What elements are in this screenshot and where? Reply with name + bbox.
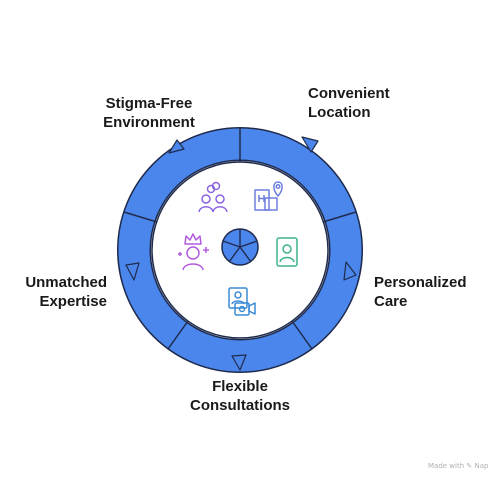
ring-arrow-tip [301, 136, 319, 153]
label-convenient-location: Convenient Location [308, 85, 390, 121]
label-flexible-consultations: Flexible Consultations [190, 378, 290, 414]
ring-divider [167, 320, 189, 350]
ring-divider [291, 320, 313, 350]
hospital-location-icon [254, 181, 283, 211]
video-consultation-icon [228, 287, 256, 316]
crown-expert-icon [178, 233, 209, 271]
ring-divider [322, 211, 357, 223]
label-personalized-care: Personalized Care [374, 274, 467, 310]
label-stigma-free-environment: Stigma-Free Environment [103, 95, 195, 131]
made-with-watermark: Made with ✎ Nap [428, 462, 489, 470]
ring-arrow-tip [343, 261, 357, 281]
ring-arrow-tip [231, 354, 247, 371]
people-group-icon [198, 181, 228, 213]
ring-arrow-tip [125, 262, 140, 281]
ring-divider [123, 211, 158, 223]
label-unmatched-expertise: Unmatched Expertise [25, 274, 107, 310]
id-badge-icon [276, 237, 298, 267]
pie-hub-icon [221, 228, 259, 266]
ring-arrow-tip [168, 139, 185, 154]
